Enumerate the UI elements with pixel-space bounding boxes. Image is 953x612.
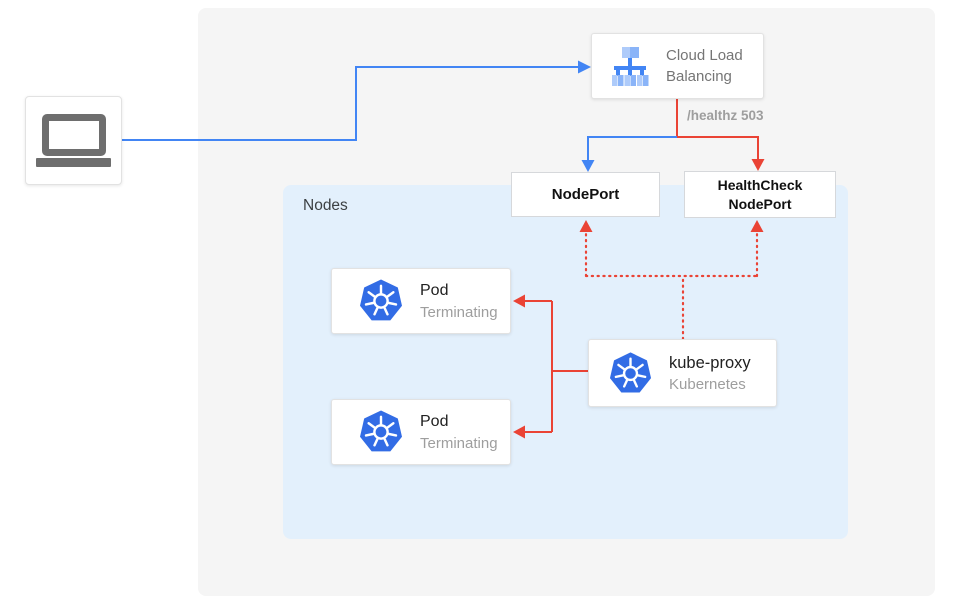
kube-proxy-subtitle: Kubernetes [669,375,746,393]
nodeport-box: NodePort [511,172,660,217]
kubernetes-icon [360,410,402,452]
cloud-load-balancing-card: Cloud Load Balancing [591,33,764,99]
pod-title: Pod [420,281,449,299]
healthcheck-nodeport-label-line2: NodePort [728,195,792,212]
nodes-group-label: Nodes [303,197,348,214]
healthcheck-nodeport-box: HealthCheck NodePort [684,171,836,218]
pod-title: Pod [420,412,449,430]
healthcheck-nodeport-label-line1: HealthCheck [717,176,803,193]
laptop-icon [36,114,111,167]
kubernetes-icon [609,351,652,392]
kubernetes-icon [360,279,402,321]
cloud-load-balancing-label: Cloud Load Balancing [666,47,743,85]
nodeport-label: NodePort [551,186,620,203]
client-laptop-card [25,96,122,185]
pod-status: Terminating [420,303,498,321]
pod-card: Pod Terminating [331,268,511,334]
healthz-status-label: /healthz 503 [687,108,764,123]
kube-proxy-title: kube-proxy [669,353,751,372]
cloud-load-balancing-icon [612,47,649,86]
pod-status: Terminating [420,434,498,452]
pod-card: Pod Terminating [331,399,511,465]
kube-proxy-card: kube-proxy Kubernetes [588,339,777,407]
